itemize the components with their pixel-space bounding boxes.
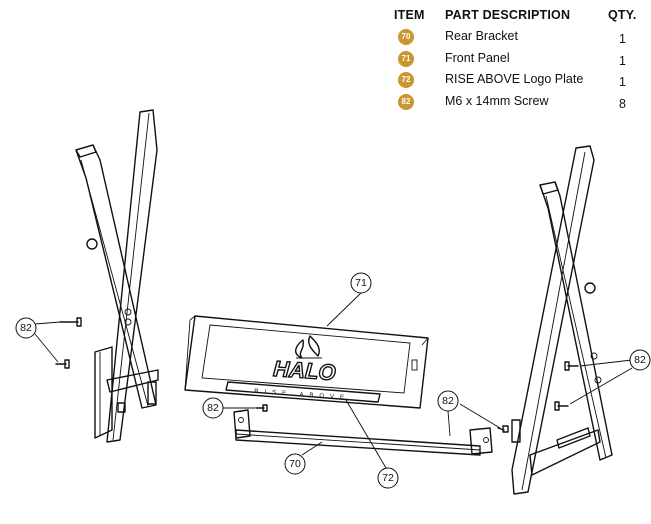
- part-qty: 1: [619, 53, 626, 68]
- parts-row: 70 Rear Bracket 1: [388, 26, 648, 48]
- svg-text:71: 71: [355, 277, 367, 289]
- parts-table-header: ITEM PART DESCRIPTION QTY.: [388, 4, 648, 26]
- item-badge: 71: [398, 50, 414, 67]
- item-badge: 70: [398, 29, 414, 45]
- item-badge: 72: [398, 72, 414, 88]
- part-description: RISE ABOVE Logo Plate: [445, 72, 584, 86]
- callout-screw-bracket: 82: [437, 390, 459, 412]
- screw-icon: [554, 401, 569, 411]
- rear-bracket: [233, 409, 493, 456]
- screw-icon: [497, 425, 509, 433]
- callout-front-panel: 71: [350, 272, 372, 294]
- header-item: ITEM: [394, 8, 425, 22]
- left-leg: [75, 109, 159, 443]
- right-leg: [511, 145, 613, 495]
- screw-icon: [255, 404, 268, 412]
- callout-logo-plate: 72: [377, 467, 399, 489]
- part-description: Rear Bracket: [445, 29, 518, 43]
- item-badge: 82: [398, 93, 414, 110]
- header-qty: QTY.: [608, 8, 637, 22]
- callout-screw-left: 82: [15, 317, 37, 339]
- svg-text:70: 70: [289, 458, 301, 470]
- header-description: PART DESCRIPTION: [445, 8, 571, 22]
- flame-icon: [295, 335, 322, 359]
- svg-text:82: 82: [442, 395, 454, 407]
- part-qty: 1: [619, 75, 626, 89]
- screw-icon: [55, 359, 70, 369]
- screw-icon: [564, 361, 579, 371]
- parts-row: 82 M6 x 14mm Screw 8: [388, 91, 648, 113]
- svg-text:72: 72: [382, 472, 394, 484]
- callout-rear-bracket: 70: [284, 453, 306, 475]
- parts-row: 71 Front Panel 1: [388, 48, 648, 70]
- svg-text:82: 82: [20, 322, 32, 334]
- callout-screw-right: 82: [629, 349, 651, 371]
- screw-icon: [59, 317, 82, 327]
- part-description: M6 x 14mm Screw: [445, 93, 549, 108]
- front-panel: HALO RISE ABOVE: [184, 315, 429, 409]
- part-qty: 8: [619, 96, 626, 111]
- halo-logo-text: HALO: [273, 356, 337, 385]
- svg-text:82: 82: [634, 354, 646, 366]
- parts-row: 72 RISE ABOVE Logo Plate 1: [388, 69, 648, 91]
- parts-table: ITEM PART DESCRIPTION QTY. 70 Rear Brack…: [388, 4, 648, 112]
- part-qty: 1: [619, 32, 626, 46]
- callout-screw-center: 82: [202, 397, 224, 419]
- part-description: Front Panel: [445, 50, 510, 65]
- svg-text:82: 82: [207, 402, 219, 414]
